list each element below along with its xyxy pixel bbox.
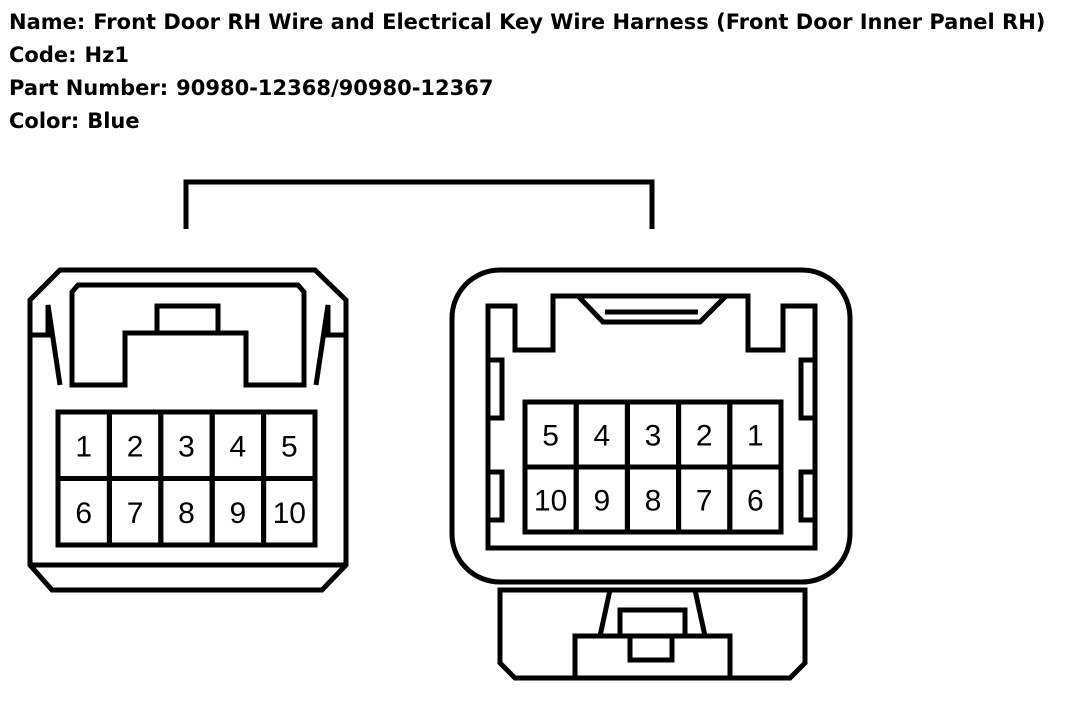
male-side-rib-right — [313, 304, 346, 386]
male-pin-number: 1 — [75, 430, 92, 463]
name-value: Front Door RH Wire and Electrical Key Wi… — [93, 10, 1046, 34]
female-pin-number: 1 — [747, 420, 764, 453]
female-slot-right-upper — [798, 357, 818, 421]
female-slot-right-lower — [798, 469, 818, 523]
mating-bracket — [183, 179, 655, 229]
female-pin-number: 4 — [593, 420, 610, 453]
male-housing-outline — [27, 267, 349, 593]
color-label: Color: — [9, 109, 80, 133]
female-pin-number: 5 — [542, 420, 559, 453]
male-pin-number: 7 — [127, 497, 144, 530]
male-pin-cell — [261, 476, 318, 548]
name-row: Name: Front Door RH Wire and Electrical K… — [9, 6, 1045, 39]
male-pin-cells: 1 2 3 4 5 6 7 8 9 10 — [55, 409, 318, 548]
female-slot-left-lower — [485, 469, 505, 523]
male-side-rib-left — [30, 304, 63, 386]
female-pin-number: 2 — [696, 420, 713, 453]
male-pin-number: 4 — [230, 430, 247, 463]
female-pin-number: 9 — [593, 485, 610, 518]
female-pin-number: 3 — [645, 420, 662, 453]
male-pin-number: 10 — [273, 497, 306, 530]
female-pin-number: 7 — [696, 485, 713, 518]
female-inner-frame — [485, 293, 818, 551]
part-number-value: 90980-12368/90980-12367 — [176, 76, 494, 100]
female-lock-tab-key — [575, 607, 730, 663]
color-value: Blue — [87, 109, 140, 133]
male-pin-number: 8 — [178, 497, 195, 530]
color-row: Color: Blue — [9, 105, 1045, 138]
connector-info: Name: Front Door RH Wire and Electrical K… — [9, 6, 1045, 138]
connector-male: 1 2 3 4 5 6 7 8 9 10 — [27, 267, 349, 593]
code-label: Code: — [9, 43, 77, 67]
female-pin-number: 8 — [645, 485, 662, 518]
male-pin-number: 6 — [75, 497, 92, 530]
female-pin-number: 10 — [534, 485, 567, 518]
female-top-latch — [576, 294, 728, 325]
female-slot-left-upper — [485, 357, 505, 421]
female-pin-cell — [727, 464, 784, 535]
male-pin-number: 3 — [178, 430, 195, 463]
female-housing-outline — [449, 267, 853, 585]
name-label: Name: — [9, 10, 86, 34]
part-number-row: Part Number: 90980-12368/90980-12367 — [9, 72, 1045, 105]
male-lock-recess — [69, 282, 307, 388]
male-pin-number: 5 — [281, 430, 298, 463]
female-pin-number: 6 — [747, 485, 764, 518]
part-number-label: Part Number: — [9, 76, 169, 100]
code-value: Hz1 — [84, 43, 129, 67]
male-pin-number: 9 — [230, 497, 247, 530]
female-lock-tab — [497, 587, 808, 681]
male-pin-number: 2 — [127, 430, 144, 463]
code-row: Code: Hz1 — [9, 39, 1045, 72]
female-pin-cells: 5 4 3 2 1 10 9 8 7 6 — [522, 399, 784, 535]
connector-female: 5 4 3 2 1 10 9 8 7 6 — [449, 267, 853, 681]
